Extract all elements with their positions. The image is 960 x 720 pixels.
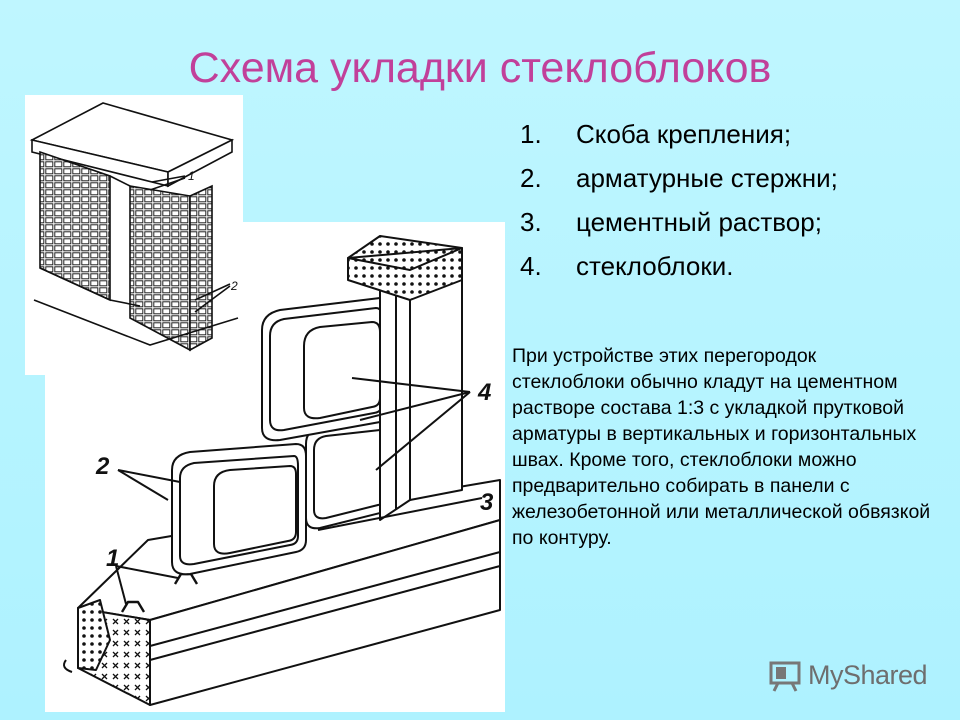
legend-item: 1. Скоба крепления;: [520, 112, 838, 156]
legend-number: 4.: [520, 251, 542, 281]
projector-icon: [769, 661, 801, 692]
legend-number: 3.: [520, 207, 542, 237]
myshared-watermark: MyShared: [768, 657, 938, 695]
overview-label-1: 1: [188, 169, 195, 183]
description-text: При устройстве этих перегородок стеклобл…: [512, 345, 931, 549]
legend-text: стеклоблоки.: [576, 251, 734, 281]
detail-label-4: 4: [477, 379, 491, 406]
detail-label-3: 3: [480, 489, 494, 516]
legend-item: 3. цементный раствор;: [520, 200, 838, 244]
legend-text: цементный раствор;: [576, 207, 822, 237]
legend-text: Скоба крепления;: [576, 119, 792, 149]
watermark-text: MyShared: [808, 660, 928, 690]
legend-number: 2.: [520, 163, 542, 193]
legend-number: 1.: [520, 119, 542, 149]
detail-drawing: [63, 235, 501, 706]
detail-label-2: 2: [95, 453, 110, 480]
legend-list: 1. Скоба крепления; 2. арматурные стержни;…: [520, 112, 838, 288]
legend-text: арматурные стержни;: [576, 163, 838, 193]
overview-drawing: [29, 102, 239, 352]
legend-item: 2. арматурные стержни;: [520, 156, 838, 200]
detail-label-1: 1: [106, 545, 119, 572]
legend-item: 4. стеклоблоки.: [520, 244, 838, 288]
slide-title: Схема укладки стеклоблоков: [188, 44, 772, 92]
overview-label-2: 2: [230, 279, 238, 293]
